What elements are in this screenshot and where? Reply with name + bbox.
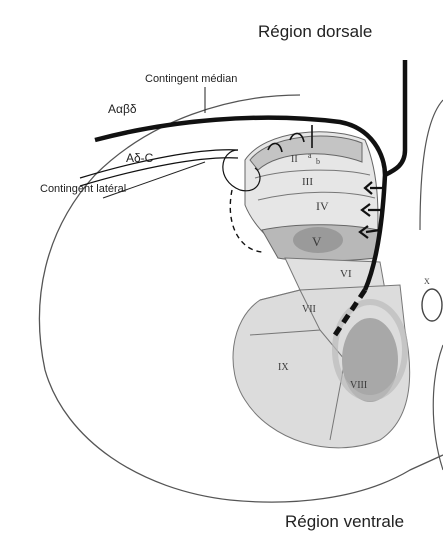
label-region-ventral: Région ventrale <box>285 512 404 532</box>
label-a-delta-c: Aδ-C <box>126 151 153 165</box>
lamina-label-IIa: a <box>308 151 312 160</box>
lamina-label-IV: IV <box>316 199 329 213</box>
lamina-label-IX: IX <box>278 362 289 373</box>
lamina-label-IIb: b <box>316 157 320 166</box>
dorsal-median-septum <box>420 100 443 230</box>
lamina-label-II: II <box>291 154 298 165</box>
fiber-a-delta-c-2 <box>80 158 238 186</box>
label-a-alpha-beta-delta: Aαβδ <box>108 102 137 116</box>
lamina-label-VIII: VIII <box>350 380 367 391</box>
lamina-label-X: X <box>424 277 430 286</box>
fiber-dorsal-column <box>385 60 405 175</box>
lamina-label-VII: VII <box>302 304 316 315</box>
fiber-a-delta-c <box>80 150 238 178</box>
lamina-label-VI: VI <box>340 268 352 280</box>
label-contingent-median: Contingent médian <box>145 73 237 85</box>
central-canal <box>422 289 442 321</box>
lamina-label-V: V <box>312 234 322 249</box>
label-region-dorsal: Région dorsale <box>258 22 372 42</box>
ventral-median-fissure <box>433 345 443 470</box>
lamina-label-III: III <box>302 176 313 188</box>
label-contingent-lateral: Contingent latéral <box>40 183 126 195</box>
